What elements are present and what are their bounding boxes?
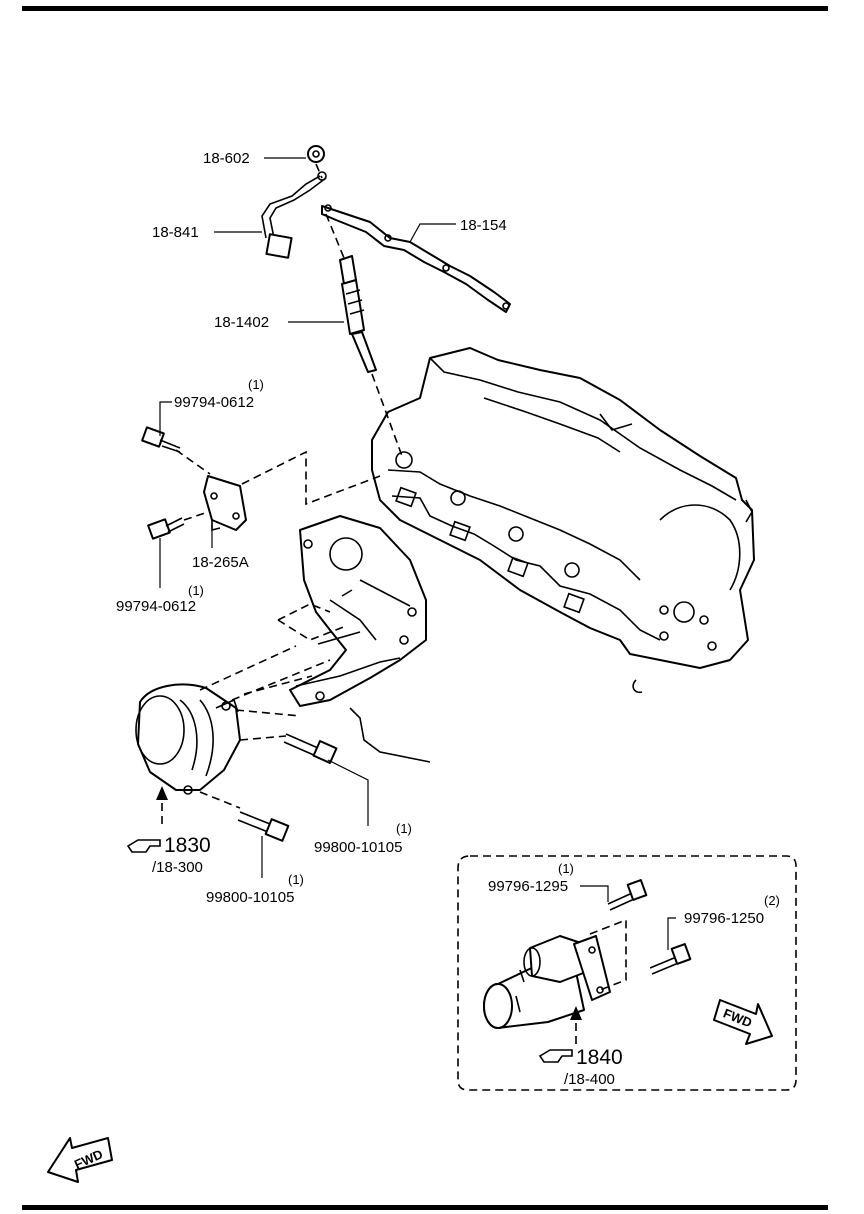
- qty-starter-bolt-b: (2): [764, 893, 780, 908]
- pointing-hand-icon: [538, 1049, 573, 1063]
- label-18-154: 18-154: [460, 217, 507, 234]
- label-starter-sub: /18-400: [564, 1071, 615, 1088]
- bolt-99800-upper: [283, 733, 338, 764]
- qty-bolt-alt-lower: (1): [288, 872, 304, 887]
- top-rule: [22, 6, 828, 11]
- alternator-bracket: [289, 515, 431, 763]
- cylinder-head: [371, 347, 755, 694]
- qty-bolt-mid: (1): [188, 583, 204, 598]
- label-starter-ref: 1840: [576, 1046, 623, 1069]
- glow-harness-18-841: [261, 171, 327, 259]
- alternator: [135, 683, 241, 795]
- bolt-99794-mid: [147, 517, 185, 540]
- label-18-602: 18-602: [203, 150, 250, 167]
- label-starter-bolt-b: 99796-1250: [684, 910, 764, 927]
- label-18-265A: 18-265A: [192, 554, 249, 571]
- qty-bolt-alt-upper: (1): [396, 821, 412, 836]
- label-bolt-99800-upper: 99800-10105: [314, 839, 402, 856]
- label-starter-bolt-a: 99796-1295: [488, 878, 568, 895]
- qty-bolt-top: (1): [248, 377, 264, 392]
- label-bolt-99794-top: 99794-0612: [174, 394, 254, 411]
- label-bolt-99794-mid: 99794-0612: [116, 598, 196, 615]
- glow-plug-18-1402: [339, 255, 377, 373]
- leader-lines: [159, 157, 456, 878]
- assembly-lines: [156, 163, 403, 828]
- fwd-arrow-icon: FWD: [47, 1137, 113, 1183]
- label-18-1402: 18-1402: [214, 314, 269, 331]
- starter-bolt-99796-1295: [607, 879, 648, 911]
- qty-starter-bolt-a: (1): [558, 861, 574, 876]
- label-bolt-99800-lower: 99800-10105: [206, 889, 294, 906]
- bolt-99794-top: [141, 426, 181, 453]
- label-alternator-ref: 1830: [164, 834, 211, 857]
- fwd-arrow-icon: FWD: [713, 999, 773, 1045]
- starter-bolt-99796-1250: [649, 943, 692, 975]
- bottom-rule: [22, 1205, 828, 1210]
- starter-inset: [457, 855, 797, 1091]
- bolt-99800-lower: [237, 811, 290, 842]
- pointing-hand-icon: [126, 839, 161, 853]
- starter-motor: [483, 935, 611, 1029]
- label-18-841: 18-841: [152, 224, 199, 241]
- label-alternator-sub: /18-300: [152, 859, 203, 876]
- glow-nut-18-602: [307, 145, 325, 163]
- glow-bus-bar-18-154: [321, 204, 511, 313]
- sensor-18-265A: [203, 475, 247, 532]
